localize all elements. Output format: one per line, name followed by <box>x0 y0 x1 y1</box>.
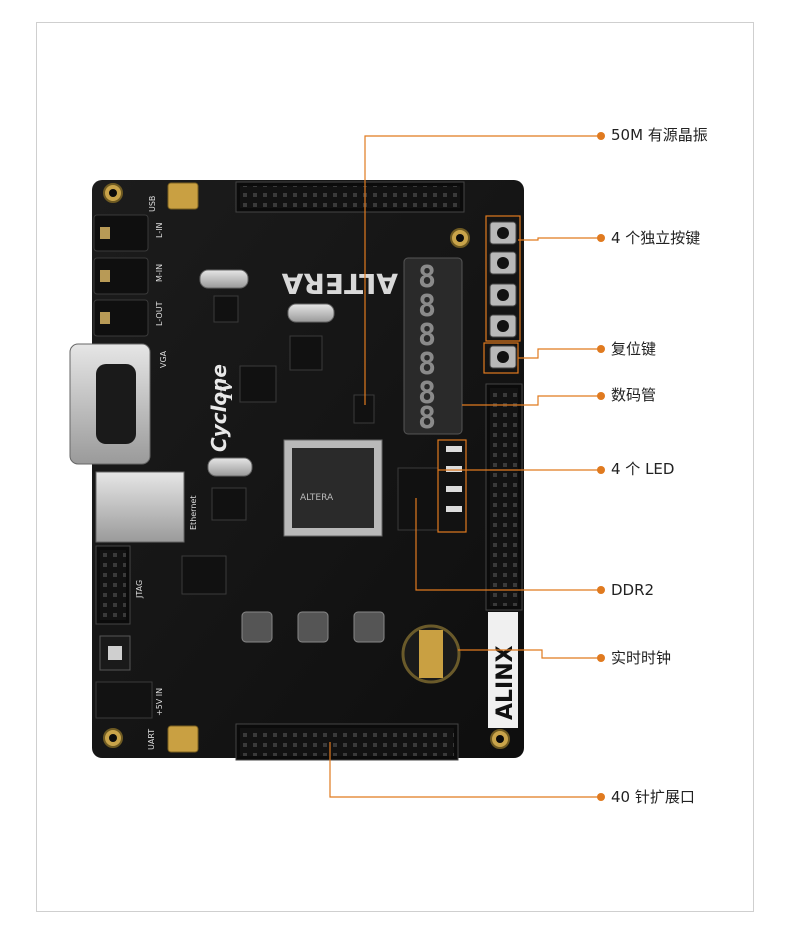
svg-text:ALTERA: ALTERA <box>281 267 398 300</box>
seven-segment-display: 8 8 8 8 8 8 <box>403 257 463 436</box>
power-label: +5V IN <box>155 688 164 716</box>
top-header <box>235 181 465 213</box>
bottom-header <box>235 723 459 761</box>
power-jack <box>95 681 153 719</box>
callout-dot-expansion <box>597 793 605 801</box>
callout-leds: 4 个 LED <box>611 460 675 478</box>
usb-port <box>167 182 199 210</box>
altera-silkscreen: ALTERA <box>281 267 398 300</box>
ddr2-chip <box>397 467 439 531</box>
usb-label: USB <box>148 196 157 212</box>
uart-port <box>167 725 199 753</box>
callout-dot-keys <box>597 234 605 242</box>
fpga-chip: ALTERA <box>283 439 383 537</box>
svg-text:IV: IV <box>217 379 236 401</box>
rtc-battery <box>401 624 461 684</box>
vga-label: VGA <box>159 350 168 368</box>
callout-dot-leds <box>597 466 605 474</box>
svg-text:ALINX: ALINX <box>493 645 518 720</box>
callout-dot-rtc <box>597 654 605 662</box>
ethernet-port <box>95 471 185 543</box>
alinx-logo: ALINX <box>488 612 518 728</box>
callout-seven-seg: 数码管 <box>611 386 657 404</box>
uart-label: UART <box>147 729 156 750</box>
callout-dot-oscillator <box>597 132 605 140</box>
svg-text:8: 8 <box>418 260 436 295</box>
jtag-label: JTAG <box>135 580 144 599</box>
callout-dot-ddr2 <box>597 586 605 594</box>
svg-text:8: 8 <box>418 376 436 411</box>
audio-jacks <box>93 214 149 337</box>
callout-keys: 4 个独立按键 <box>611 229 701 247</box>
vga-connector <box>69 343 151 465</box>
callout-rtc: 实时时钟 <box>611 649 672 667</box>
image-frame <box>36 22 754 912</box>
mounting-holes <box>103 183 510 749</box>
ethernet-label: Ethernet <box>189 496 198 530</box>
callout-dot-reset <box>597 345 605 353</box>
svg-text:8: 8 <box>418 289 436 324</box>
callout-lines <box>329 135 598 798</box>
svg-text:8: 8 <box>418 318 436 353</box>
leds <box>446 446 462 512</box>
svg-text:8: 8 <box>418 347 436 382</box>
right-header <box>485 383 523 611</box>
jtag-header <box>95 545 131 625</box>
line-out-label: L-OUT <box>155 301 164 326</box>
callout-ddr2: DDR2 <box>611 581 655 599</box>
svg-text:8: 8 <box>418 401 436 436</box>
callout-expansion: 40 针扩展口 <box>611 788 695 806</box>
callout-reset: 复位键 <box>611 340 657 358</box>
callout-dot-seven-seg <box>597 392 605 400</box>
crystals <box>199 269 335 477</box>
callout-oscillator: 50M 有源晶振 <box>611 126 708 144</box>
mic-in-label: M-IN <box>155 264 164 282</box>
svg-text:ALTERA: ALTERA <box>300 493 334 503</box>
cyclone-logo: Cyclone <box>207 364 231 452</box>
line-in-label: L-IN <box>155 222 164 238</box>
